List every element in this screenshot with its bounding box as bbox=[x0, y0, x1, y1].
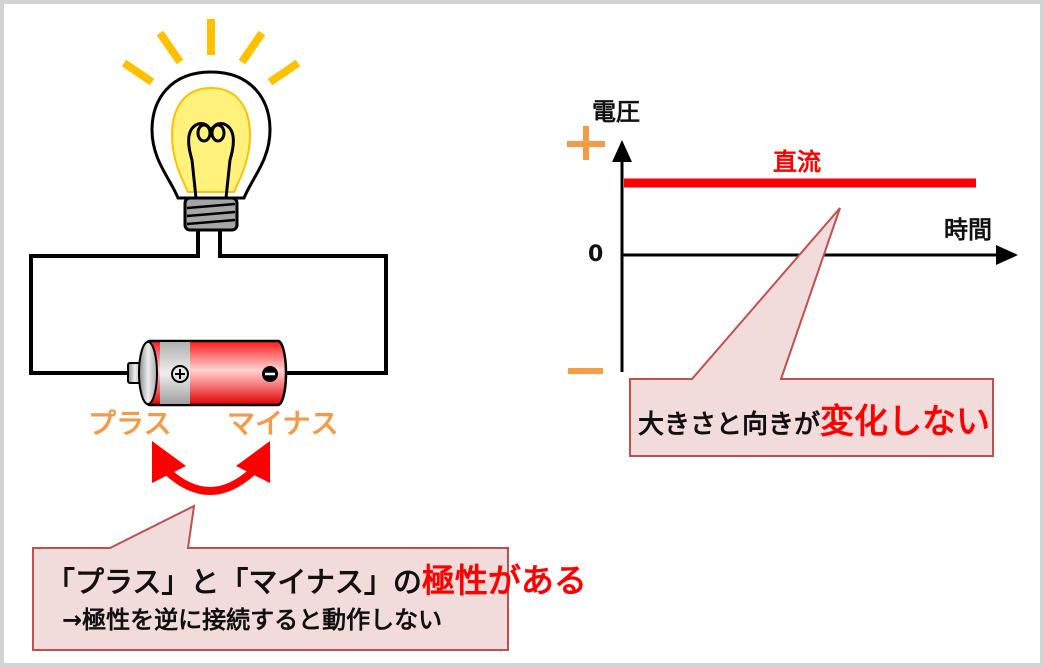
battery-icon bbox=[127, 339, 288, 407]
light-rays-icon bbox=[121, 19, 301, 86]
polarity-callout bbox=[32, 504, 509, 651]
dc-callout-prefix: 大きさと向きが bbox=[638, 410, 821, 440]
swap-arrow-icon bbox=[152, 441, 270, 495]
x-axis-label: 時間 bbox=[944, 216, 992, 244]
zero-label: 0 bbox=[588, 242, 604, 267]
polarity-prefix: 「プラス」と「マイナス」の bbox=[46, 565, 422, 599]
dc-callout-emphasis: 変化しない bbox=[820, 402, 991, 442]
y-axis-label: 電圧 bbox=[592, 98, 640, 126]
circuit-wire bbox=[29, 230, 388, 375]
light-bulb-icon bbox=[150, 70, 272, 232]
series-label: 直流 bbox=[773, 148, 821, 176]
polarity-callout-line1: 「プラス」と「マイナス」の極性がある bbox=[46, 564, 587, 597]
dc-callout bbox=[629, 207, 994, 457]
polarity-emphasis: 極性がある bbox=[421, 561, 587, 600]
polarity-callout-line2: →極性を逆に接続すると動作しない bbox=[62, 606, 443, 634]
minus-label: マイナス bbox=[227, 407, 339, 440]
dc-callout-text: 大きさと向きが変化しない bbox=[638, 405, 990, 439]
positive-terminal-icon bbox=[171, 365, 189, 383]
plus-label: プラス bbox=[88, 407, 172, 440]
